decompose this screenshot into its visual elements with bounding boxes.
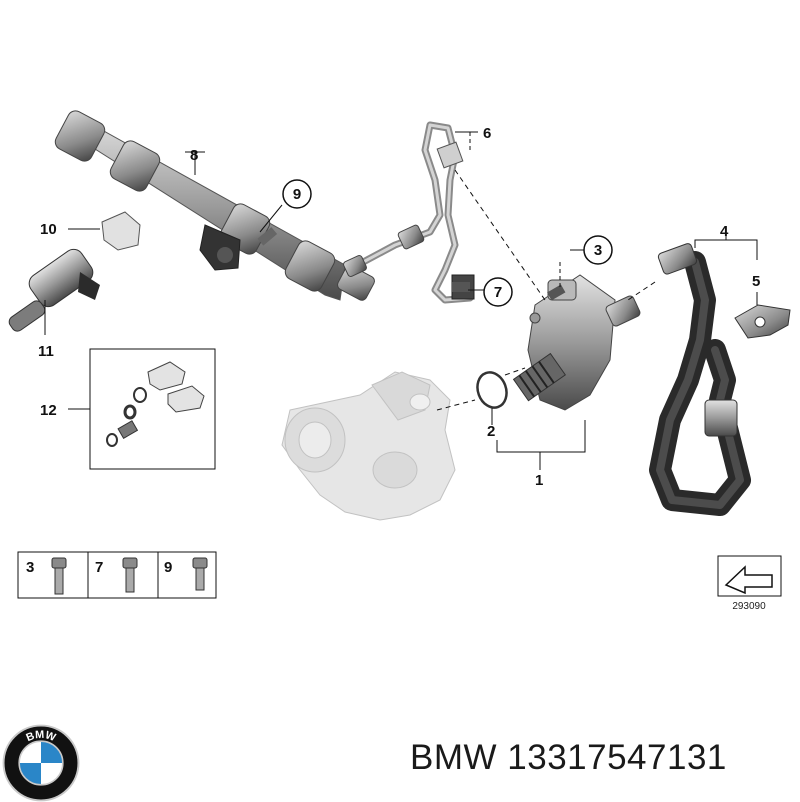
bolt-rail [257, 227, 278, 246]
bmw-logo: BMW [2, 724, 80, 802]
callout-1: 1 [535, 472, 543, 489]
callout-4: 4 [720, 223, 729, 240]
seal-kit-box [89, 348, 216, 470]
high-pressure-fuel-pump [512, 274, 641, 411]
callout-6: 6 [483, 125, 491, 142]
svg-text:7: 7 [494, 284, 502, 301]
bolt-pump [547, 284, 566, 301]
callout-3-circle: 3 [583, 235, 613, 265]
callout-2: 2 [487, 423, 495, 440]
legend-label-3: 3 [26, 559, 34, 576]
reference-number: 293090 [732, 601, 766, 612]
fuel-injector [8, 248, 100, 332]
reference-badge: 293090 [717, 555, 782, 612]
fastener-legend: 3 7 9 [17, 551, 217, 599]
svg-text:3: 3 [594, 242, 602, 259]
callout-12: 12 [40, 402, 57, 419]
hose-clip [734, 304, 791, 339]
callout-5: 5 [752, 273, 760, 290]
legend-label-9: 9 [164, 559, 172, 576]
bolt-icon-9 [192, 557, 208, 591]
callout-9-circle: 9 [282, 179, 312, 209]
engine-housing-ghost [281, 371, 456, 521]
callout-8: 8 [190, 147, 198, 164]
injector-clip [101, 211, 141, 251]
bolt-line-bracket [452, 282, 470, 292]
bolt-icon-7 [122, 557, 138, 593]
callout-7-circle: 7 [483, 277, 513, 307]
brand-part-number-title: BMW 13317547131 [410, 738, 727, 777]
legend-label-7: 7 [95, 559, 103, 576]
fuel-rail [54, 110, 375, 301]
leader-lines [44, 131, 758, 470]
fuel-feed-hose [649, 243, 751, 516]
o-ring [476, 371, 508, 409]
svg-text:BMW: BMW [24, 729, 57, 744]
callout-11: 11 [38, 343, 54, 360]
callout-10: 10 [40, 221, 57, 238]
bolt-icon-3 [51, 557, 67, 595]
svg-text:9: 9 [293, 186, 301, 203]
